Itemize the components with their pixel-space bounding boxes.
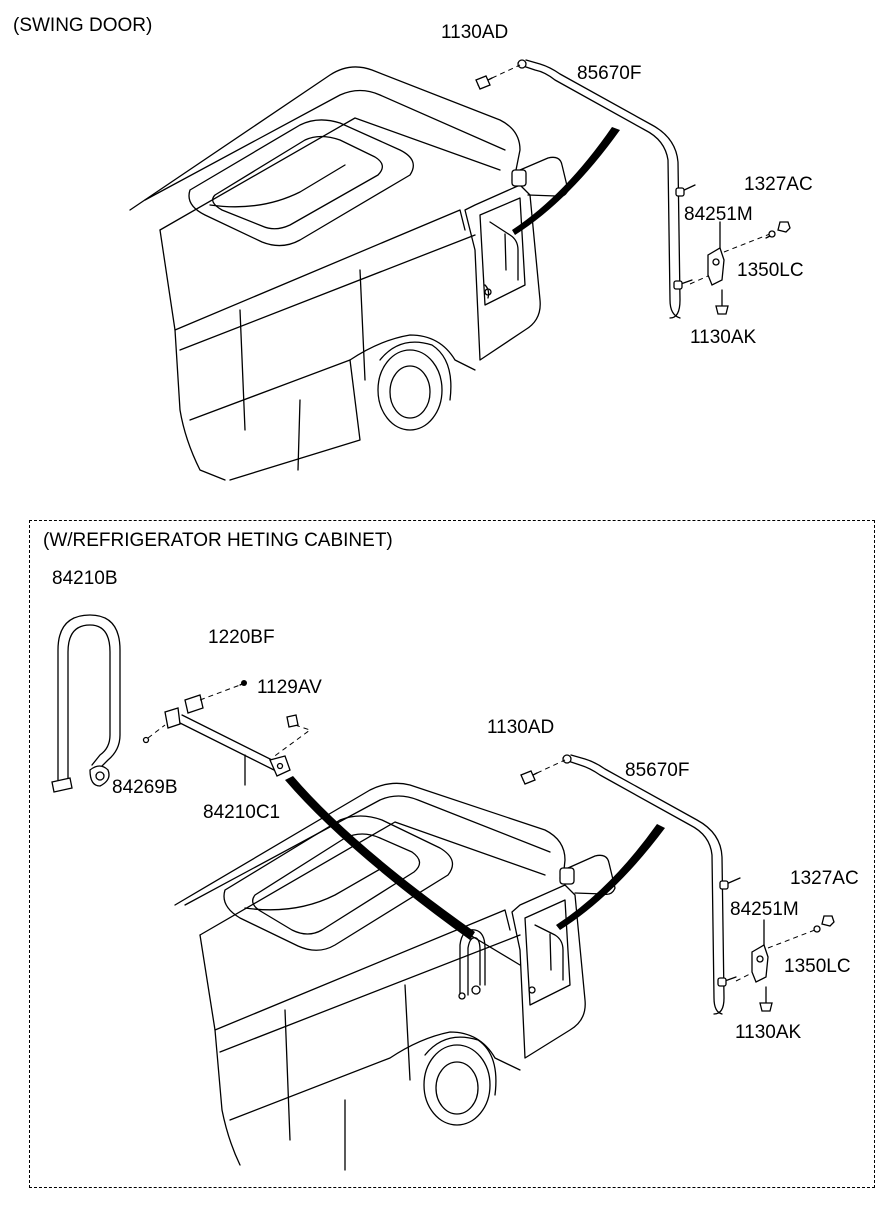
label-1129av: 1129AV bbox=[257, 677, 322, 698]
van-illustration-top bbox=[129, 66, 620, 481]
label-1130ad-bottom: 1130AD bbox=[487, 717, 555, 738]
label-84269b: 84269B bbox=[112, 777, 178, 798]
section-title-swing-door: (SWING DOOR) bbox=[13, 15, 153, 36]
label-1130ak-top: 1130AK bbox=[690, 327, 757, 348]
label-84210b: 84210B bbox=[52, 568, 118, 589]
handrail-assembly-bottom bbox=[520, 754, 835, 1015]
label-84251m-top: 84251M bbox=[684, 204, 753, 225]
section-title-refrigerator: (W/REFRIGERATOR HETING CABINET) bbox=[43, 530, 393, 551]
label-1327ac-top: 1327AC bbox=[744, 174, 813, 195]
label-85670f-top: 85670F bbox=[577, 63, 642, 84]
rod-assembly-84210c1 bbox=[142, 680, 312, 786]
label-1350lc-top: 1350LC bbox=[737, 260, 804, 281]
label-84251m-bottom: 84251M bbox=[730, 899, 799, 920]
label-85670f-bottom: 85670F bbox=[625, 760, 690, 781]
refrigerator-section-frame bbox=[29, 520, 875, 1188]
label-1327ac-bottom: 1327AC bbox=[790, 868, 859, 889]
label-1130ak-bottom: 1130AK bbox=[735, 1022, 802, 1043]
van-illustration-bottom bbox=[174, 776, 665, 1171]
label-1220bf: 1220BF bbox=[208, 627, 275, 648]
label-84210c1: 84210C1 bbox=[203, 802, 281, 823]
handrail-assembly-top bbox=[475, 59, 791, 319]
label-1350lc-bottom: 1350LC bbox=[784, 956, 851, 977]
rail-assembly-84210b bbox=[51, 614, 121, 793]
label-1130ad-top: 1130AD bbox=[441, 22, 509, 43]
